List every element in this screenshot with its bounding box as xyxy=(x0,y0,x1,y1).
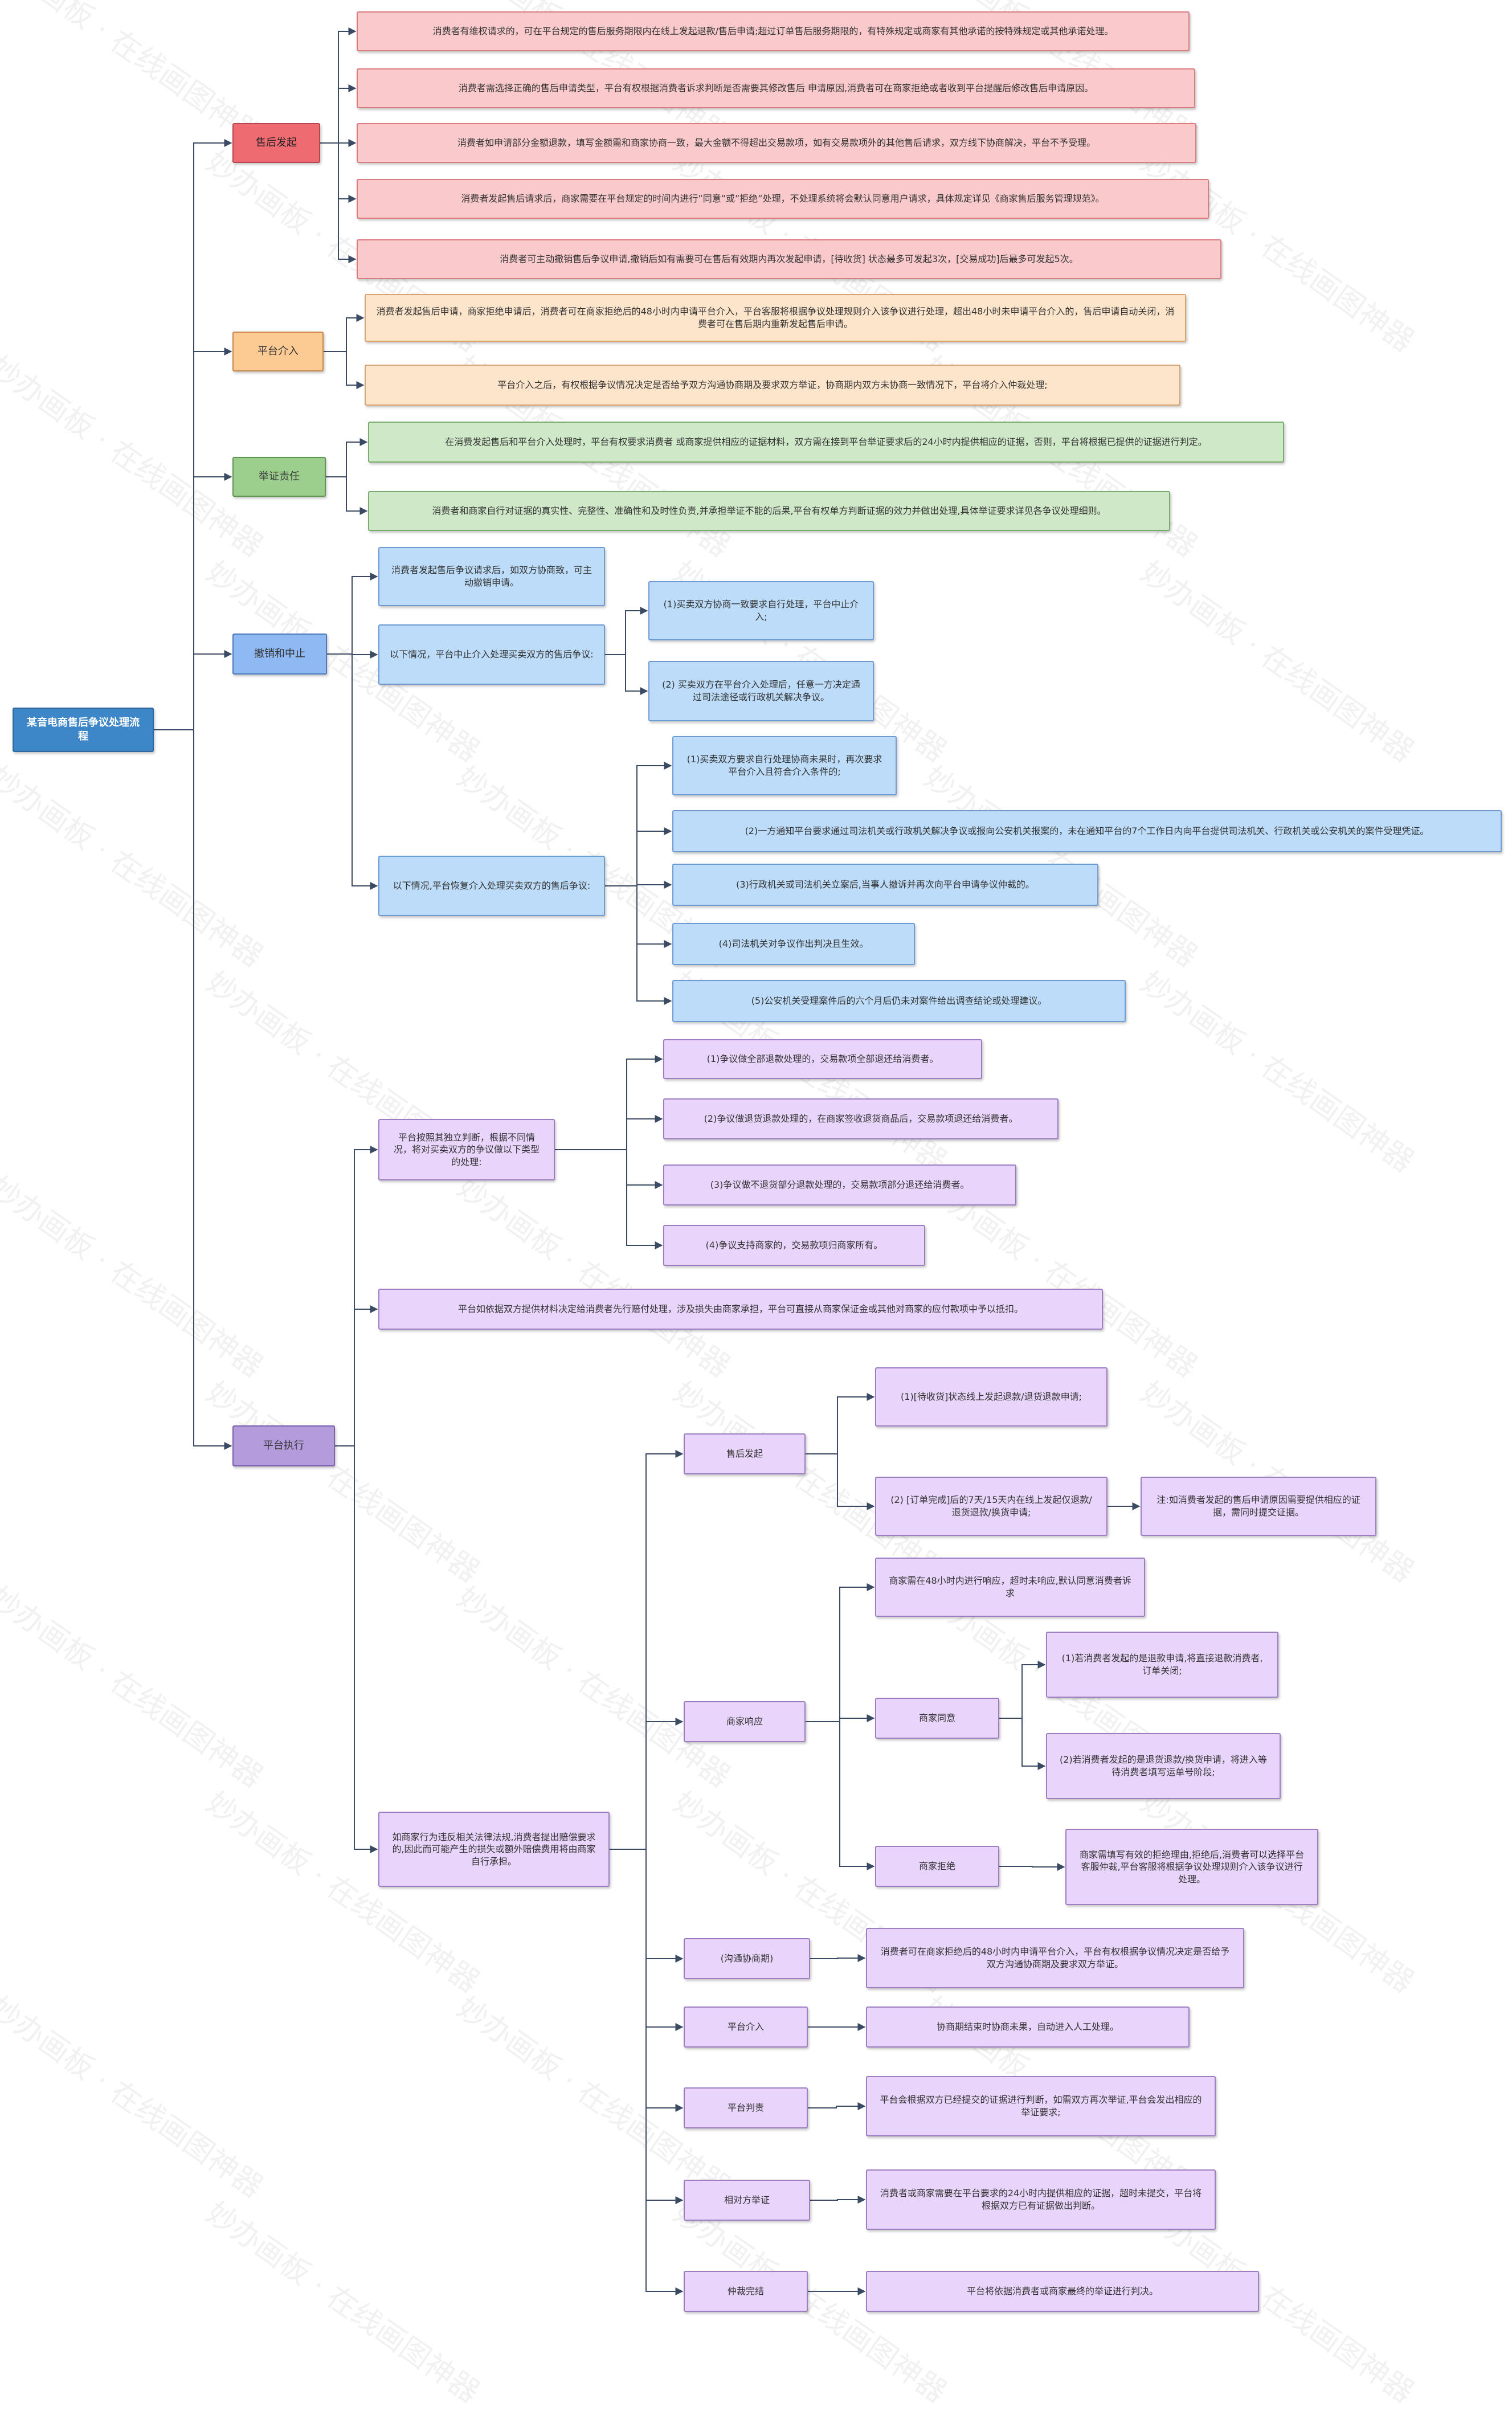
connector xyxy=(154,729,232,1450)
connector xyxy=(555,1115,663,1150)
connector xyxy=(810,1954,866,1962)
stage-proof[interactable]: 相对方举证 xyxy=(684,2180,810,2221)
stage-arbitration[interactable]: 仲裁完结 xyxy=(684,2271,808,2312)
after-sale-option-1[interactable]: (1)[待收货]状态线上发起退款/退货退款申请; xyxy=(875,1367,1108,1427)
stage-merchant-response[interactable]: 商家响应 xyxy=(684,1701,806,1742)
execute-type-4[interactable]: (4)争议支持商家的，交易款项归商家所有。 xyxy=(663,1225,925,1266)
after-sale-item-5[interactable]: 消费者可主动撤销售后争议申请,撤销后如有需要可在售后有效期内再次发起申请，[待收… xyxy=(357,239,1221,279)
after-sale-option-2[interactable]: (2) [订单完成]后的7天/15天内在线上发起仅退款/退货退款/换货申请; xyxy=(875,1477,1108,1536)
connector xyxy=(605,762,672,886)
execute-type-2[interactable]: (2)争议做退货退款处理的，在商家签收退货商品后，交易款项退还给消费者。 xyxy=(663,1098,1059,1139)
branch-after-sale[interactable]: 售后发起 xyxy=(232,123,320,163)
stage-after-sale[interactable]: 售后发起 xyxy=(684,1433,806,1474)
connector xyxy=(154,650,232,730)
connector xyxy=(324,314,365,352)
stage-negotiation[interactable]: (沟通协商期) xyxy=(684,1938,810,1979)
connector xyxy=(806,1721,875,1870)
resume-item-3[interactable]: (3)行政机关或司法机关立案后,当事人撤诉并再次向平台申请争议仲裁的。 xyxy=(672,864,1098,906)
after-sale-item-2[interactable]: 消费者需选择正确的售后申请类型，平台有权根据消费者诉求判断是否需要其修改售后 申… xyxy=(357,68,1195,108)
evidence-note[interactable]: 注:如消费者发起的售后申请原因需要提供相应的证据，需同时提交证据。 xyxy=(1141,1477,1376,1536)
connector xyxy=(154,139,232,730)
resume-conditions[interactable]: 以下情况,平台恢复介入处理买卖双方的售后争议: xyxy=(378,856,605,916)
root-node[interactable]: 某音电商售后争议处理流程 xyxy=(13,708,154,752)
proof-desc[interactable]: 消费者或商家需要在平台要求的24小时内提供相应的证据，超时未提交，平台将根据双方… xyxy=(866,2169,1216,2230)
connector-layer xyxy=(154,27,1141,2295)
connector xyxy=(555,1149,663,1189)
arbitration-desc[interactable]: 平台将依据消费者或商家最终的举证进行判决。 xyxy=(866,2271,1259,2312)
withdraw-item-1[interactable]: 消费者发起售后争议请求后，如双方协商致，可主动撤销申请。 xyxy=(378,547,605,606)
resume-item-2[interactable]: (2)一方通知平台要求通过司法机关或行政机关解决争议或报向公安机关报案的，未在通… xyxy=(672,810,1502,852)
response-timeout[interactable]: 商家需在48小时内进行响应，超时未响应,默认同意消费者诉求 xyxy=(875,1558,1145,1617)
resume-item-1[interactable]: (1)买卖双方要求自行处理协商未果时，再次要求平台介入且符合介入条件的; xyxy=(672,736,897,795)
connector xyxy=(335,1305,378,1446)
connector xyxy=(610,1718,684,1850)
connector xyxy=(806,1583,875,1722)
connector xyxy=(806,1453,875,1510)
connector xyxy=(335,1445,378,1853)
connector xyxy=(605,827,672,886)
execute-type-3[interactable]: (3)争议做不退货部分退款处理的，交易款项部分退还给消费者。 xyxy=(663,1164,1016,1206)
branch-platform-execute[interactable]: 平台执行 xyxy=(232,1425,335,1466)
after-sale-item-4[interactable]: 消费者发起售后请求后，商家需要在平台规定的时间内进行”同意”或”拒绝”处理，不处… xyxy=(357,179,1209,219)
connector xyxy=(324,351,365,389)
branch-burden-of-proof[interactable]: 举证责任 xyxy=(232,457,326,497)
execute-types[interactable]: 平台按照其独立判断，根据不同情况，将对买卖双方的争议做以下类型的处理: xyxy=(378,1119,555,1180)
connector xyxy=(326,476,368,515)
platform-intervene-item-1[interactable]: 消费者发起售后申请，商家拒绝申请后，消费者可在商家拒绝后的48小时内申请平台介入… xyxy=(365,294,1186,342)
suspend-conditions[interactable]: 以下情况，平台中止介入处理买卖双方的售后争议: xyxy=(378,624,605,685)
connector xyxy=(555,1055,663,1150)
stage-judgement[interactable]: 平台判责 xyxy=(684,2087,808,2128)
proof-item-1[interactable]: 在消费发起售后和平台介入处理时，平台有权要求消费者 或商家提供相应的证据材料，双… xyxy=(368,422,1284,463)
merchant-reject[interactable]: 商家拒绝 xyxy=(875,1846,999,1887)
connector xyxy=(154,348,232,730)
connector xyxy=(999,1661,1046,1719)
stage-intervene[interactable]: 平台介入 xyxy=(684,2007,808,2048)
connector xyxy=(154,473,232,730)
platform-intervene-item-2[interactable]: 平台介入之后，有权根据争议情况决定是否给予双方沟通协商期及要求双方举证，协商期内… xyxy=(365,365,1180,406)
connector xyxy=(999,1863,1065,1871)
connector xyxy=(327,573,378,655)
suspend-item-2[interactable]: (2) 买卖双方在平台介入处理后，任意一方决定通过司法途径或行政机关解决争议。 xyxy=(648,661,874,721)
merchant-liability[interactable]: 如商家行为违反相关法律法规,消费者提出赔偿要求的,因此而可能产生的损失或额外赔偿… xyxy=(378,1812,610,1887)
connector xyxy=(335,1146,378,1446)
connector xyxy=(327,653,378,890)
reject-note[interactable]: 商家需填写有效的拒绝理由,拒绝后,消费者可以选择平台客服仲裁,平台客服将根据争议… xyxy=(1065,1829,1318,1905)
connector xyxy=(605,607,648,655)
connector xyxy=(610,1849,684,2295)
connector xyxy=(320,84,357,144)
connector xyxy=(320,142,357,263)
merchant-agree[interactable]: 商家同意 xyxy=(875,1698,999,1739)
agree-outcome-2[interactable]: (2)若消费者发起的是退货退款/换货申请，将进入等待消费者填写运单号阶段; xyxy=(1046,1733,1281,1799)
branch-platform-intervene[interactable]: 平台介入 xyxy=(232,332,324,371)
connector xyxy=(806,1393,875,1454)
negotiation-desc[interactable]: 消费者可在商家拒绝后的48小时内申请平台介入，平台有权根据争议情况决定是否给予双… xyxy=(866,1928,1244,1988)
connector xyxy=(605,885,672,948)
connector xyxy=(555,1149,663,1249)
connector xyxy=(326,438,368,477)
after-sale-item-3[interactable]: 消费者如申请部分金额退款，填写金额需和商家协商一致，最大金额不得超出交易款项，如… xyxy=(357,123,1196,163)
advance-compensation[interactable]: 平台如依据双方提供材料决定给消费者先行赔付处理，涉及损失由商家承担，平台可直接从… xyxy=(378,1289,1103,1330)
intervene-desc[interactable]: 协商期结束时协商未果，自动进入人工处理。 xyxy=(866,2007,1190,2048)
connector xyxy=(808,2102,866,2110)
judgement-desc[interactable]: 平台会根据双方已经提交的证据进行判断，如需双方再次举证,平台会发出相应的举证要求… xyxy=(866,2076,1216,2136)
agree-outcome-1[interactable]: (1)若消费者发起的是退款申请,将直接退款消费者,订单关闭; xyxy=(1046,1632,1278,1698)
resume-item-4[interactable]: (4)司法机关对争议作出判决且生效。 xyxy=(672,923,915,965)
suspend-item-1[interactable]: (1)买卖双方协商一致要求自行处理，平台中止介入; xyxy=(648,581,874,640)
after-sale-item-1[interactable]: 消费者有维权请求的，可在平台规定的售后服务期限内在线上发起退款/售后申请;超过订… xyxy=(357,11,1190,51)
resume-item-5[interactable]: (5)公安机关受理案件后的六个月后仍未对案件给出调查结论或处理建议。 xyxy=(672,980,1126,1022)
connector xyxy=(605,885,672,1005)
proof-item-2[interactable]: 消费者和商家自行对证据的真实性、完整性、准确性和及时性负责,并承担举证不能的后果… xyxy=(368,491,1170,531)
connector xyxy=(999,1718,1046,1770)
execute-type-1[interactable]: (1)争议做全部退款处理的，交易款项全部退还给消费者。 xyxy=(663,1039,982,1079)
connector xyxy=(605,654,648,695)
branch-withdraw-suspend[interactable]: 撤销和中止 xyxy=(232,634,327,675)
